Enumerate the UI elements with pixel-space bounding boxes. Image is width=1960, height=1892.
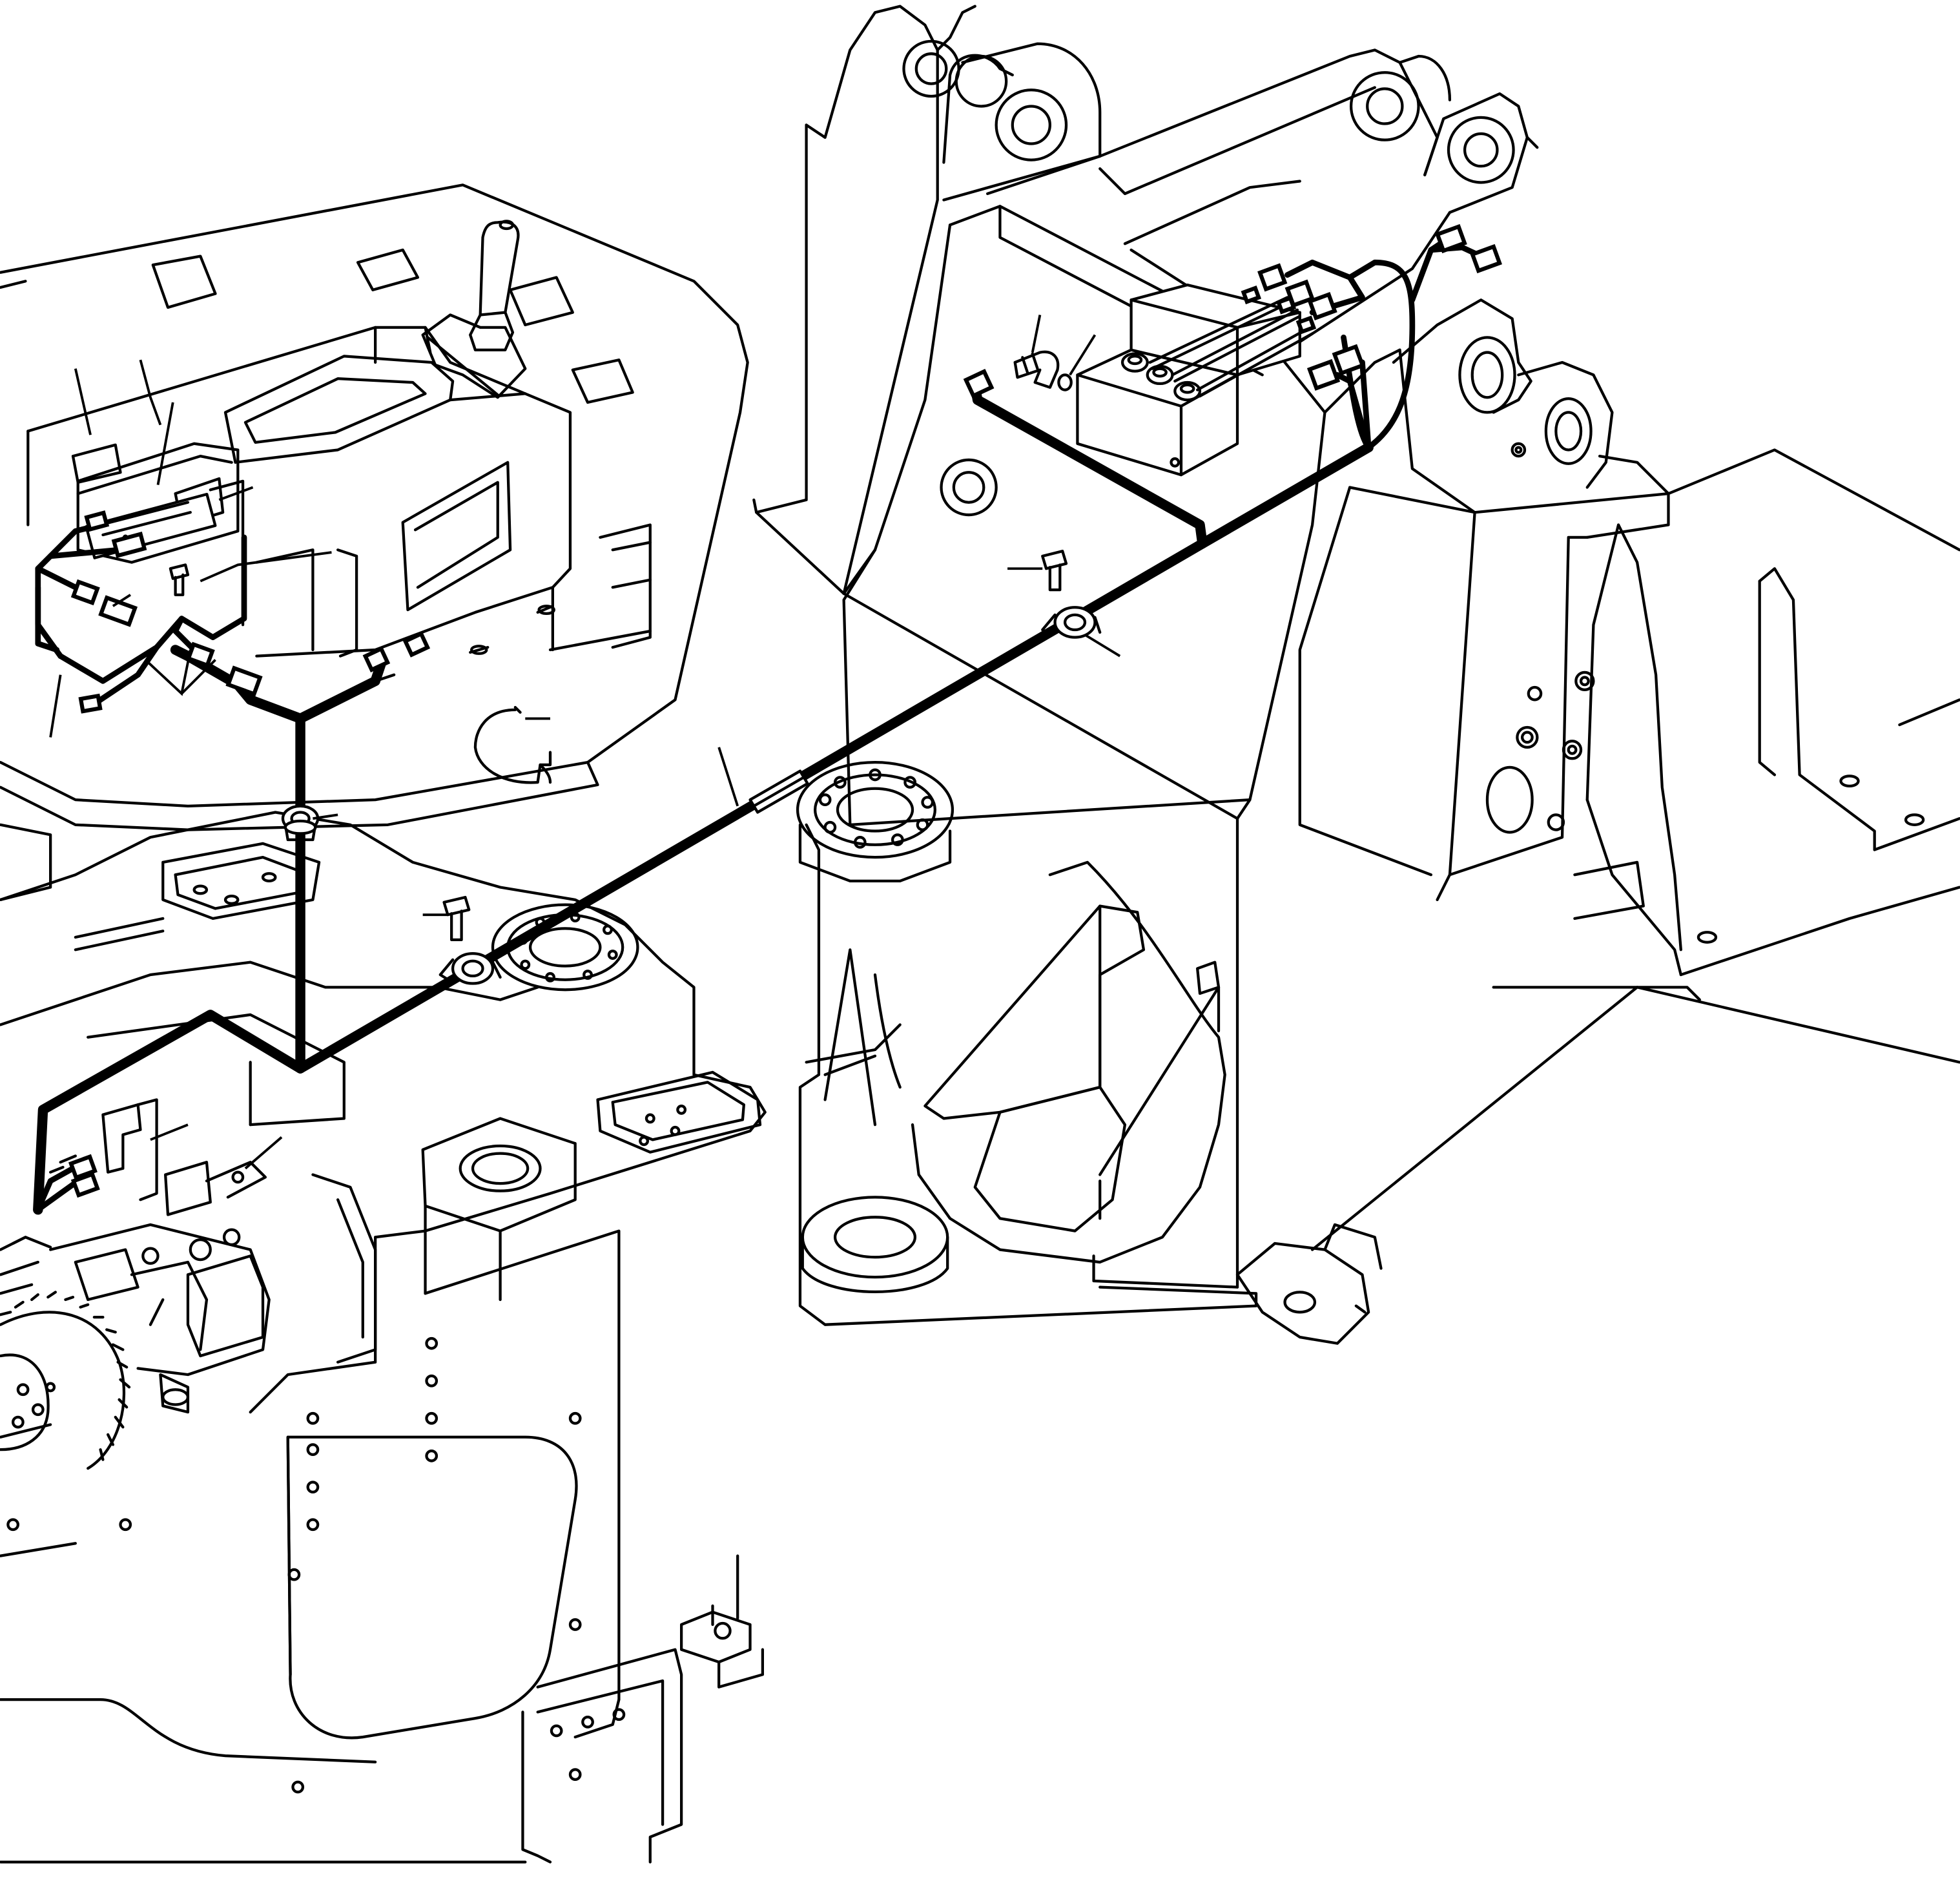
bracket-icon	[101, 1103, 142, 1174]
connector-icon	[84, 510, 110, 532]
control-lever	[421, 220, 527, 399]
connector-icon	[225, 665, 263, 697]
valve-block	[1076, 283, 1314, 477]
elbow-fitting-icon	[1013, 350, 1060, 389]
lower-left-brackets	[49, 1098, 267, 1216]
cab-floor-plate	[0, 183, 749, 831]
connector-icon	[402, 631, 431, 658]
connector-icon	[1434, 224, 1467, 254]
connector-icon	[362, 646, 391, 673]
bolt-icon	[442, 895, 471, 941]
harness-connectors	[68, 224, 1502, 1198]
connector-icon	[1332, 344, 1365, 376]
main-harness	[33, 234, 1484, 1215]
snap-ring-icon	[473, 705, 552, 784]
grommet-icon	[284, 819, 317, 835]
transmission-gear	[0, 1173, 377, 1470]
connector-icon	[70, 579, 100, 606]
tube-sleeve-icon	[748, 769, 809, 814]
clamp-icon	[438, 951, 502, 985]
leader-lines	[49, 315, 1121, 1170]
middle-frame-deck	[0, 811, 767, 1302]
connector-icon	[111, 531, 147, 559]
mounting-bolts	[169, 550, 1068, 941]
clamp-icon	[1041, 606, 1102, 639]
connector-icon	[1470, 244, 1502, 274]
bracket-icon	[71, 443, 122, 484]
connector-icon	[68, 1154, 98, 1181]
connector-icon	[70, 1171, 100, 1198]
connector-icon	[1257, 263, 1288, 292]
connector-icon	[78, 693, 103, 714]
o-ring-icon	[1057, 373, 1073, 391]
bolt-icon	[1041, 550, 1068, 592]
controller-bracket-assembly	[71, 442, 245, 627]
bolt-icon	[169, 563, 190, 597]
control-console	[26, 326, 652, 683]
connector-icon	[1307, 291, 1337, 320]
connector-icon	[98, 595, 138, 627]
rear-chassis	[0, 1229, 765, 1864]
connector-icon	[963, 368, 995, 399]
connector-icon	[1306, 359, 1341, 391]
front-frame	[752, 5, 1960, 1345]
